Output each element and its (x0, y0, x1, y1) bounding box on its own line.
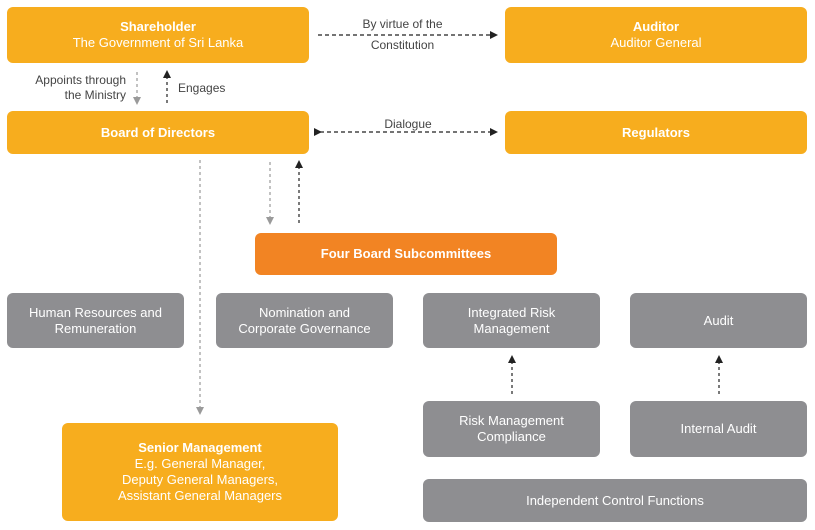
senior-management-title: Senior Management (138, 440, 262, 455)
integrated-risk-line2: Management (473, 320, 550, 336)
appoints-label-line2: the Ministry (64, 88, 126, 102)
subcommittees-title: Four Board Subcommittees (320, 246, 492, 261)
constitution-label: By virtue of the Constitution (330, 17, 475, 53)
subcommittees-box: Four Board Subcommittees (255, 233, 557, 275)
regulators-title: Regulators (622, 124, 690, 140)
risk-compliance-line2: Compliance (477, 429, 546, 444)
auditor-title: Auditor (632, 19, 680, 34)
constitution-label-line2: Constitution (370, 38, 435, 52)
shareholder-box: Shareholder The Government of Sri Lanka (7, 7, 309, 63)
audit-title: Audit (703, 312, 734, 328)
internal-audit-box: Internal Audit (630, 401, 807, 457)
regulators-box: Regulators (505, 111, 807, 154)
nomination-line2: Corporate Governance (238, 320, 371, 336)
appoints-label: Appoints through the Ministry (14, 73, 126, 103)
nomination-line1: Nomination and (258, 304, 351, 320)
integrated-risk-line1: Integrated Risk (467, 304, 556, 320)
auditor-subtitle: Auditor General (610, 35, 702, 50)
senior-management-line2: Deputy General Managers, (121, 472, 279, 487)
senior-management-line1: E.g. General Manager, (134, 456, 266, 471)
constitution-label-line1: By virtue of the (362, 17, 443, 31)
board-of-directors-box: Board of Directors (7, 111, 309, 154)
board-title: Board of Directors (100, 124, 216, 140)
auditor-box: Auditor Auditor General (505, 7, 807, 63)
internal-audit-title: Internal Audit (680, 421, 757, 436)
senior-management-line3: Assistant General Managers (117, 488, 283, 503)
shareholder-title: Shareholder (120, 19, 196, 34)
hr-line2: Remuneration (54, 320, 137, 336)
engages-label: Engages (178, 81, 226, 95)
hr-remuneration-box: Human Resources and Remuneration (7, 293, 184, 348)
control-functions-box: Independent Control Functions (423, 479, 807, 522)
nomination-governance-box: Nomination and Corporate Governance (216, 293, 393, 348)
integrated-risk-box: Integrated Risk Management (423, 293, 600, 348)
shareholder-subtitle: The Government of Sri Lanka (72, 35, 244, 50)
senior-management-box: Senior Management E.g. General Manager, … (62, 423, 338, 521)
risk-compliance-box: Risk Management Compliance (423, 401, 600, 457)
audit-committee-box: Audit (630, 293, 807, 348)
hr-line1: Human Resources and (29, 304, 162, 320)
dialogue-label: Dialogue (384, 117, 432, 131)
risk-compliance-line1: Risk Management (459, 413, 564, 428)
appoints-label-line1: Appoints through (35, 73, 126, 87)
control-functions-title: Independent Control Functions (526, 492, 704, 508)
